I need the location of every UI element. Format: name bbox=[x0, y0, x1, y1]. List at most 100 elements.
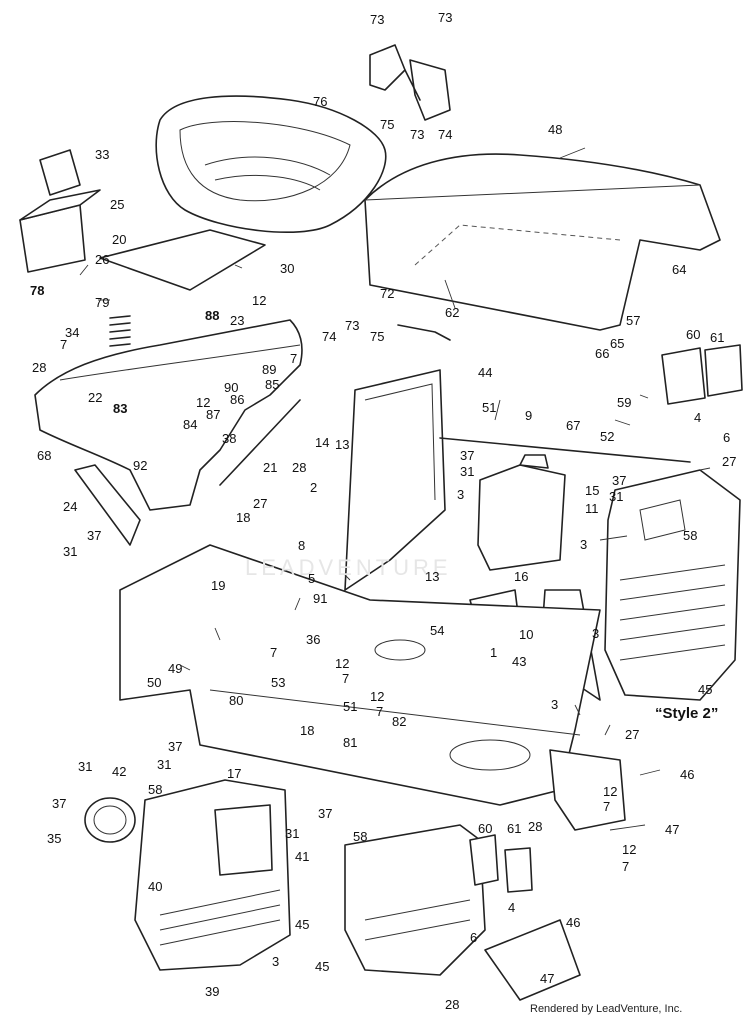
headlight bbox=[661, 347, 706, 405]
callout-label: 27 bbox=[722, 454, 737, 469]
callout-label: 79 bbox=[95, 295, 110, 310]
style-2-label: “Style 2” bbox=[655, 705, 719, 722]
callout-label: 36 bbox=[306, 632, 321, 647]
callout-label: 43 bbox=[512, 654, 527, 669]
callout-label: 38 bbox=[222, 431, 237, 446]
callout-label: 47 bbox=[540, 971, 555, 986]
callout-label: 46 bbox=[566, 915, 581, 930]
callout-label: 37 bbox=[318, 806, 333, 821]
callout-label: 73 bbox=[410, 127, 425, 142]
callout-label: 34 bbox=[65, 325, 80, 340]
front-bracket bbox=[484, 919, 581, 1001]
callout-label: 9 bbox=[525, 408, 533, 423]
callout-label: 2 bbox=[310, 480, 318, 495]
callout-label: 52 bbox=[600, 429, 615, 444]
callout-label: 84 bbox=[183, 417, 198, 432]
callout-label: 7 bbox=[270, 645, 278, 660]
callout-label: 30 bbox=[280, 261, 295, 276]
callout-label: 58 bbox=[148, 782, 163, 797]
callout-label: 61 bbox=[507, 821, 522, 836]
callout-label: 7 bbox=[376, 704, 384, 719]
throttle-cable bbox=[397, 324, 451, 341]
callout-label: 45 bbox=[698, 682, 713, 697]
callout-label: 75 bbox=[380, 117, 395, 132]
callout-label: 65 bbox=[610, 336, 625, 351]
callout-label: 37 bbox=[52, 796, 67, 811]
callout-label: 28 bbox=[292, 460, 307, 475]
callout-label: 4 bbox=[508, 900, 516, 915]
callout-label: 7 bbox=[60, 337, 68, 352]
callout-label: 24 bbox=[63, 499, 78, 514]
callout-label: 3 bbox=[551, 697, 559, 712]
callout-label: 60 bbox=[686, 327, 701, 342]
callout-label: 87 bbox=[206, 407, 221, 422]
callout-label: 28 bbox=[528, 819, 543, 834]
seat-latch bbox=[369, 44, 451, 121]
callout-label: 14 bbox=[315, 435, 330, 450]
dash-panel bbox=[344, 369, 446, 591]
callout-label: 51 bbox=[482, 400, 497, 415]
callout-label: 88 bbox=[205, 308, 220, 323]
callout-label: 35 bbox=[47, 831, 62, 846]
callout-label: 13 bbox=[425, 569, 440, 584]
callout-label: 83 bbox=[113, 401, 128, 416]
credit-text: Rendered by LeadVenture, Inc. bbox=[530, 1003, 683, 1015]
callout-label: 20 bbox=[112, 232, 127, 247]
callout-label: 7 bbox=[622, 859, 630, 874]
callout-label: 59 bbox=[617, 395, 632, 410]
callout-label: 7 bbox=[290, 351, 298, 366]
callout-label: 73 bbox=[345, 318, 360, 333]
callout-label: 40 bbox=[148, 879, 163, 894]
callout-label: 3 bbox=[592, 626, 600, 641]
callout-label: 3 bbox=[457, 487, 465, 502]
callout-label: 33 bbox=[95, 147, 110, 162]
callout-label: 91 bbox=[313, 591, 328, 606]
callout-label: 61 bbox=[710, 330, 725, 345]
callout-label: 80 bbox=[229, 693, 244, 708]
callout-label: 11 bbox=[585, 501, 599, 516]
fuel-tank bbox=[477, 454, 566, 571]
callout-label: 15 bbox=[585, 483, 600, 498]
callout-label: 74 bbox=[322, 329, 337, 344]
callout-label: 12 bbox=[252, 293, 267, 308]
callout-label: 31 bbox=[63, 544, 78, 559]
callout-label: 12 bbox=[196, 395, 211, 410]
callout-label: 22 bbox=[88, 390, 103, 405]
callout-label: 7 bbox=[603, 799, 611, 814]
callout-label: 37 bbox=[168, 739, 183, 754]
fender bbox=[34, 319, 303, 511]
callout-label: 7 bbox=[342, 671, 350, 686]
callout-label: 75 bbox=[370, 329, 385, 344]
callout-label: 31 bbox=[78, 759, 93, 774]
shaft-rod bbox=[439, 437, 691, 463]
callout-label: 81 bbox=[343, 735, 358, 750]
callout-label: 47 bbox=[665, 822, 680, 837]
callout-label: 82 bbox=[392, 714, 407, 729]
callout-label: 68 bbox=[37, 448, 52, 463]
callout-label: 21 bbox=[263, 460, 278, 475]
callout-label: 58 bbox=[353, 829, 368, 844]
callout-label: 58 bbox=[683, 528, 698, 543]
callout-label: 45 bbox=[295, 917, 310, 932]
callout-label: 42 bbox=[112, 764, 127, 779]
callout-label: 31 bbox=[157, 757, 172, 772]
seat bbox=[155, 95, 387, 233]
callout-label: 90 bbox=[224, 380, 239, 395]
battery-tray bbox=[99, 229, 266, 291]
callout-label: 16 bbox=[514, 569, 529, 584]
callout-label: 37 bbox=[612, 473, 627, 488]
callout-label: 50 bbox=[147, 675, 162, 690]
callout-label: 31 bbox=[460, 464, 475, 479]
callout-label: 37 bbox=[87, 528, 102, 543]
callout-label: 5 bbox=[308, 571, 316, 586]
callout-label: 45 bbox=[315, 959, 330, 974]
callout-label: 51 bbox=[343, 699, 358, 714]
callout-label: 64 bbox=[672, 262, 687, 277]
frame bbox=[119, 544, 601, 806]
callout-label: 37 bbox=[460, 448, 475, 463]
callout-label: 12 bbox=[370, 689, 385, 704]
callout-label: 92 bbox=[133, 458, 148, 473]
rear-bracket bbox=[549, 749, 626, 831]
grille-style1 bbox=[134, 779, 291, 971]
callout-label: 26 bbox=[95, 252, 110, 267]
